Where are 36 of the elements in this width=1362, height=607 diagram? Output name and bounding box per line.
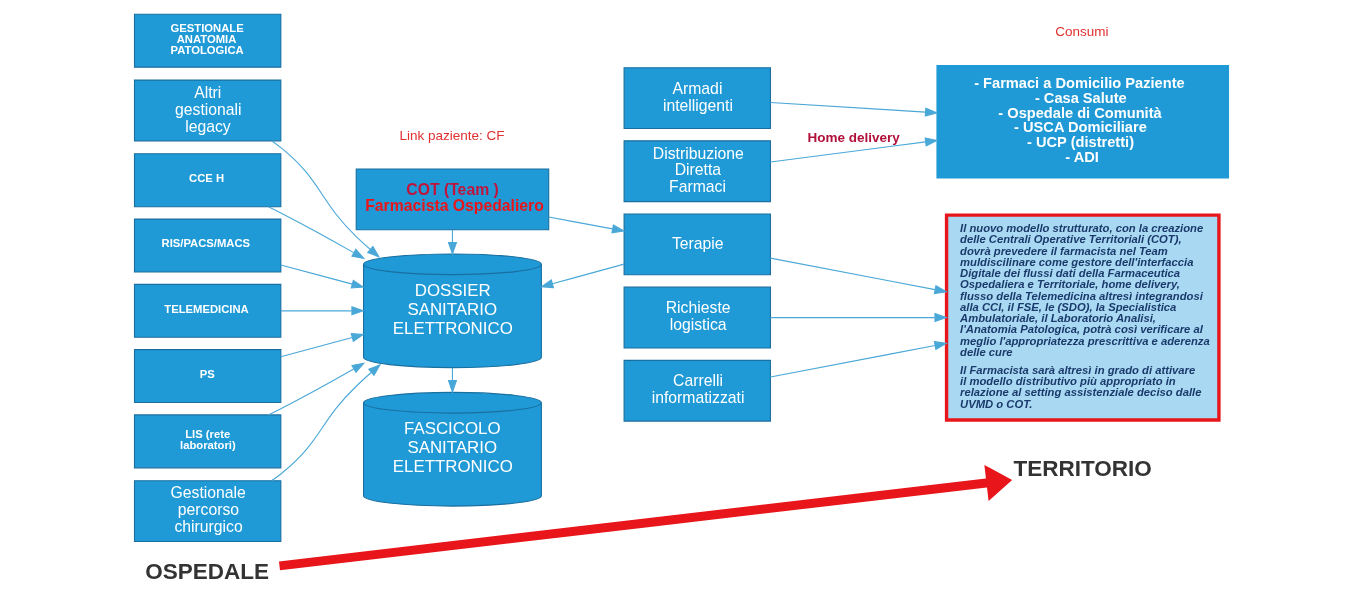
node-box: Gestionale percorso chirurgico	[133, 480, 281, 543]
arrow	[769, 137, 939, 163]
node-box: PS	[133, 349, 281, 404]
node-box: GESTIONALE ANATOMIA PATOLOGICA	[133, 13, 281, 68]
arrow	[547, 216, 625, 234]
arrow	[270, 140, 380, 258]
node-box: CCE H	[133, 153, 281, 208]
node-box: Distribuzione Diretta Farmaci	[623, 140, 771, 203]
node-box: Il nuovo modello strutturato, con la creazione delle Centrali Operative Territoriali (COT), dovrà prevedere il farmacista nel Team muldiscilinare come gestore dell'interfaccia Digitale dei flussi dati della Farmaceutica Ospedaliera e Territoriale, home delivery, flusso della Telemedicina altresì integrandosi alla CCI, il FSE, le (SDO), la Specialistica Ambulatoriale, il Laboratorio Analisi, l'Anatomia Patologica, potrà così verificare al meglio l'appropriatezza prescrittiva e aderenza delle cure Il Farmacista sarà altresì in grado di attivare il modello distributivo più appropriato in relazione al setting assistenziale deciso dalle UVMD o COT.	[944, 213, 1221, 422]
arrow	[539, 263, 625, 289]
node-box: - Farmaci a Domicilio Paziente - Casa Salute - Ospedale di Comunità - USCA Domiciliare - UCP (distretti) - ADI	[935, 64, 1229, 179]
node-box: Armadi intelligenti	[623, 67, 771, 130]
arrow	[769, 312, 948, 323]
node-box: Terapie	[623, 213, 771, 276]
arrow	[769, 340, 948, 378]
node-box: COT (Team ) Farmacista Ospedaliero	[355, 168, 549, 231]
node-text: OSPEDALE	[144, 558, 269, 584]
node-box: TELEMEDICINA	[133, 283, 281, 338]
node-box: Carrelli informatizzati	[623, 359, 771, 422]
arrow	[267, 362, 365, 416]
arrow	[279, 264, 365, 289]
edge-label: Home delivery	[807, 129, 900, 145]
label: Link paziente: CF	[399, 127, 505, 143]
node-box: LIS (rete laboratori)	[133, 414, 281, 469]
arrow	[270, 363, 381, 482]
arrow	[279, 306, 365, 316]
label: Consumi	[1054, 24, 1108, 40]
node-text: TERRITORIO	[1013, 456, 1152, 482]
arrow	[267, 206, 365, 260]
arrow	[279, 333, 365, 358]
node-box: Richieste logistica	[623, 286, 771, 349]
node-box: Altri gestionali legacy	[133, 79, 281, 142]
arrow	[278, 464, 1012, 571]
arrow	[769, 101, 939, 117]
arrow	[769, 257, 948, 295]
node-box: RIS/PACS/MACS	[133, 218, 281, 273]
